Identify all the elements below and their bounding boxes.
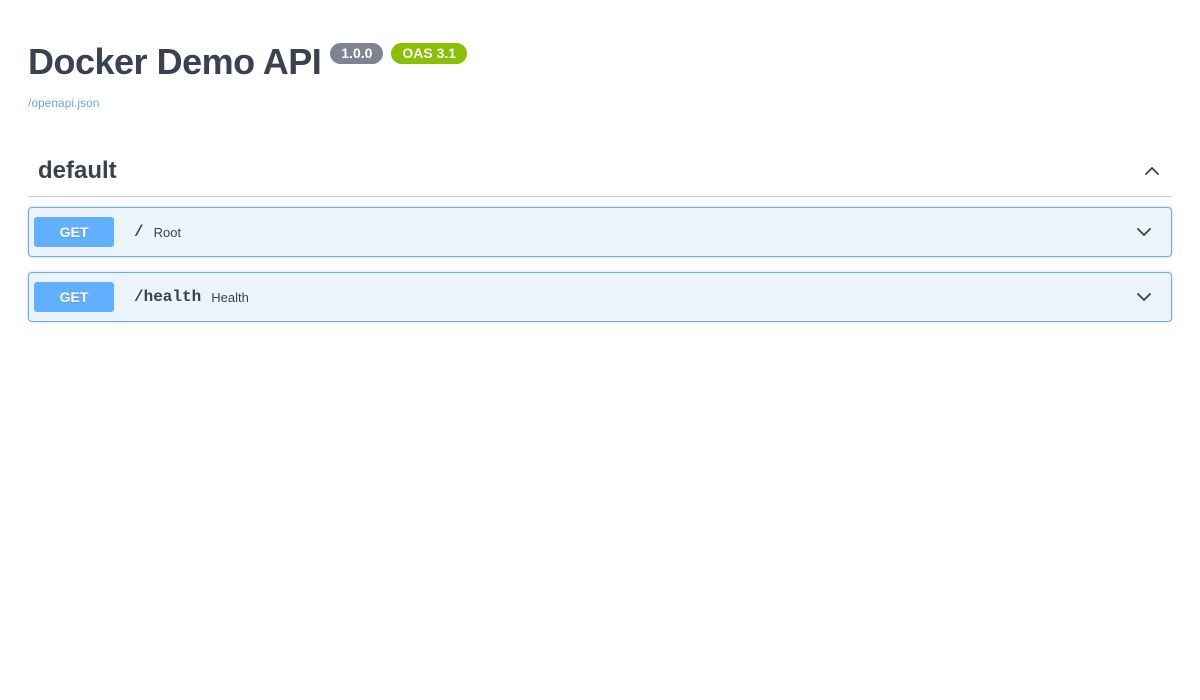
chevron-down-icon[interactable]: [1134, 222, 1154, 242]
api-title-row: Docker Demo API 1.0.0 OAS 3.1: [28, 40, 1172, 84]
operation-row[interactable]: GET /health Health: [28, 272, 1172, 322]
openapi-spec-link[interactable]: /openapi.json: [28, 96, 100, 110]
tag-name-label: default: [38, 157, 117, 184]
operations-list: GET / Root GET /health Health: [28, 207, 1172, 322]
tag-header-default[interactable]: default: [28, 156, 1172, 197]
http-method-badge: GET: [34, 217, 114, 247]
title-badge-group: 1.0.0 OAS 3.1: [330, 43, 468, 64]
api-info-block: Docker Demo API 1.0.0 OAS 3.1 /openapi.j…: [0, 0, 1200, 112]
oas-version-badge: OAS 3.1: [391, 43, 468, 64]
chevron-up-icon[interactable]: [1142, 161, 1162, 181]
operation-summary: Health: [211, 289, 249, 305]
http-method-badge: GET: [34, 282, 114, 312]
page-title: Docker Demo API: [28, 41, 322, 82]
api-version-badge: 1.0.0: [330, 43, 384, 64]
operation-path: /: [134, 223, 144, 241]
tag-section-default: default GET / Root GET: [0, 156, 1200, 322]
chevron-down-icon[interactable]: [1134, 287, 1154, 307]
operation-summary: Root: [153, 224, 182, 240]
operation-row[interactable]: GET / Root: [28, 207, 1172, 257]
operation-path: /health: [134, 288, 202, 306]
